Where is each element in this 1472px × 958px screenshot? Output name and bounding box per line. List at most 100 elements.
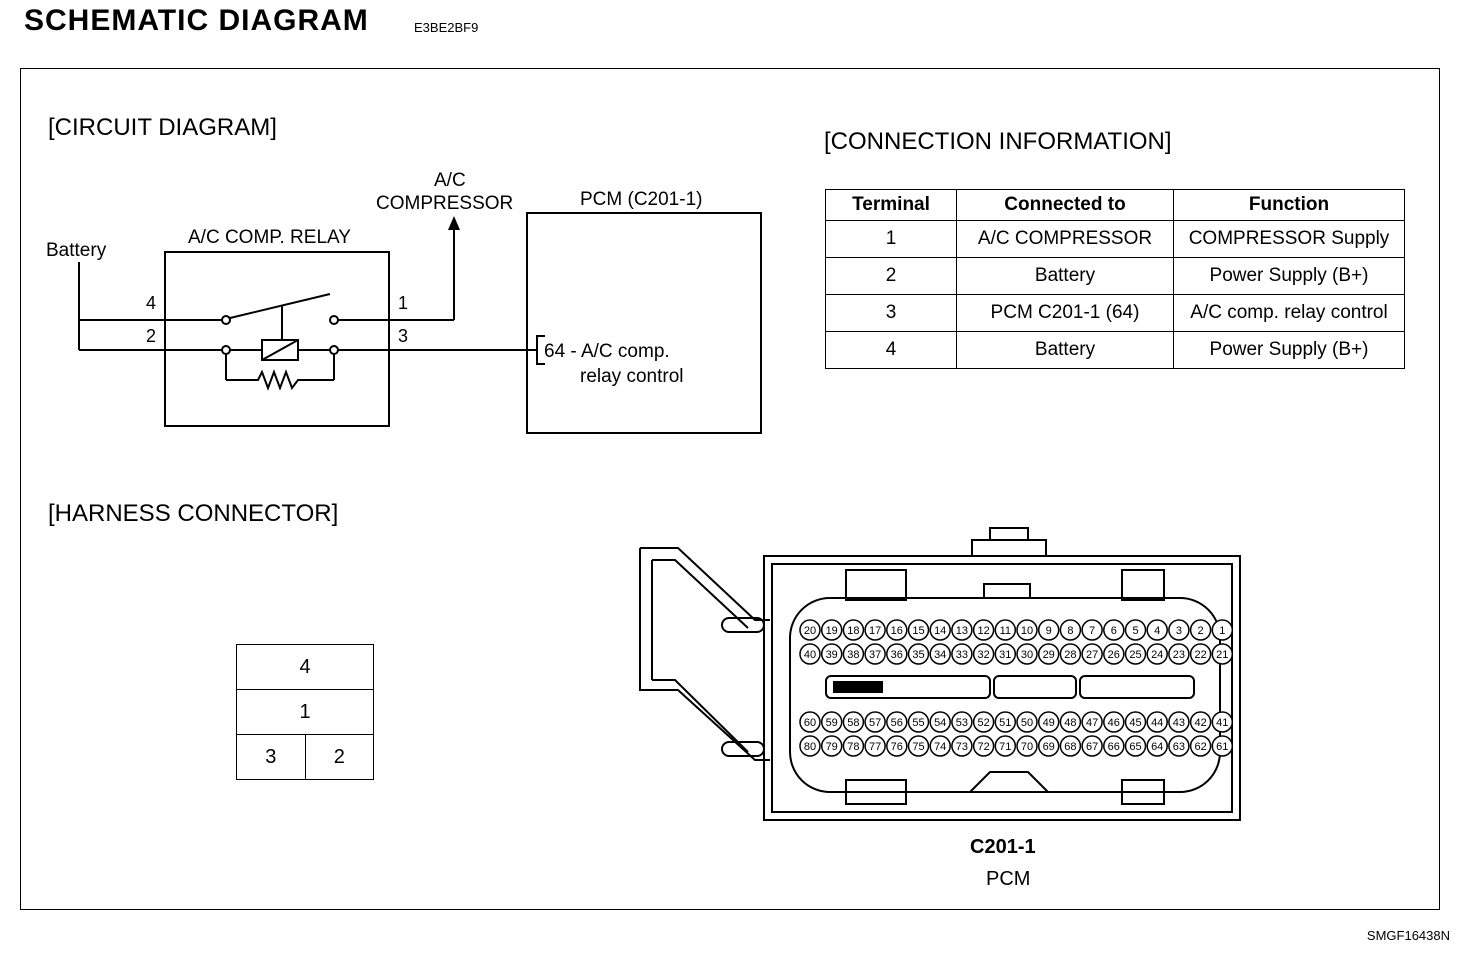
table-cell: COMPRESSOR Supply <box>1173 220 1405 258</box>
connector-pin-label: 20 <box>804 625 816 637</box>
connector-pin-label: 48 <box>1064 717 1076 729</box>
connector-cell: 4 <box>236 644 374 690</box>
connector-pin <box>972 643 995 665</box>
connector-pin-label: 36 <box>891 649 903 661</box>
connector-pin <box>1168 735 1190 757</box>
connector-pin <box>1037 735 1060 757</box>
connector-pin-label: 51 <box>999 717 1011 729</box>
connector-pin-label: 5 <box>1132 625 1138 637</box>
connector-pin <box>1146 735 1168 757</box>
connector-pin-label: 23 <box>1173 649 1185 661</box>
connector-pin <box>864 619 886 641</box>
connector-pin-label: 10 <box>1021 625 1033 637</box>
connector-pin-label: 17 <box>869 625 881 637</box>
connector-pin-label: 54 <box>934 717 946 729</box>
connector-pin <box>1059 643 1082 665</box>
circuit-diagram: Battery A/C COMP. RELAY A/C COMPRESSOR P… <box>46 170 762 434</box>
connector-pin <box>972 735 995 757</box>
connector-pin <box>1103 619 1125 641</box>
connector-pin-label: 6 <box>1111 625 1117 637</box>
harness-connector-title: [HARNESS CONNECTOR] <box>48 500 339 527</box>
connector-cell: 1 <box>236 689 374 735</box>
connector-pin <box>1211 619 1234 641</box>
connector-pin-label: 11 <box>1000 625 1011 637</box>
connector-pin <box>1124 735 1147 757</box>
connector-pin <box>994 643 1017 665</box>
connector-pin <box>907 619 930 641</box>
table-cell: 2 <box>825 257 957 295</box>
relay-harness-connector: 4 1 3 2 <box>236 644 374 780</box>
connector-pin <box>1103 735 1125 757</box>
connector-pin <box>1059 735 1082 757</box>
connector-pin <box>886 619 908 641</box>
connector-pin-label: 28 <box>1064 649 1076 661</box>
pcm-label: PCM (C201-1) <box>580 189 702 210</box>
arrow-up-icon <box>448 216 460 230</box>
connector-pin-label: 29 <box>1043 649 1055 661</box>
connector-pin <box>864 735 886 757</box>
connector-pin <box>1016 643 1038 665</box>
connector-pin <box>799 643 821 665</box>
connector-pin <box>1168 643 1190 665</box>
connector-pin-label: 25 <box>1129 649 1141 661</box>
connector-pin <box>929 735 951 757</box>
connector-pin-label: 13 <box>956 625 968 637</box>
table-cell: A/C COMPRESSOR <box>956 220 1174 258</box>
connector-pin-label: 72 <box>977 741 989 753</box>
connector-pin-label: 70 <box>1021 741 1033 753</box>
connector-pin <box>1059 711 1082 733</box>
connector-pin-label: 53 <box>956 717 968 729</box>
connector-pin <box>842 711 865 733</box>
footer-code: SMGF16438N <box>1366 928 1450 943</box>
connector-pin-label: 41 <box>1216 717 1228 729</box>
connector-pin <box>1146 619 1168 641</box>
pcm-box <box>526 212 762 434</box>
relay-pin-3: 3 <box>398 326 408 346</box>
connector-pin <box>907 711 930 733</box>
connector-pin-label: 65 <box>1129 741 1141 753</box>
connector-pin-label: 50 <box>1021 717 1033 729</box>
connector-pin <box>1059 619 1082 641</box>
connector-pin-label: 19 <box>826 625 838 637</box>
connector-pin <box>1016 619 1038 641</box>
table-header-row: Terminal Connected to Function <box>825 189 1405 221</box>
pcm-pin-label-line1: 64 - A/C comp. <box>544 341 670 362</box>
table-cell: A/C comp. relay control <box>1173 294 1405 332</box>
connector-pin-label: 4 <box>1154 625 1160 637</box>
connector-pin <box>1189 735 1212 757</box>
connector-pin <box>864 643 886 665</box>
connector-pin <box>951 619 973 641</box>
table-row: 1 A/C COMPRESSOR COMPRESSOR Supply <box>825 220 1405 258</box>
table-cell: Power Supply (B+) <box>1173 257 1405 295</box>
connector-pin-label: 1 <box>1219 625 1225 637</box>
table-cell: 3 <box>825 294 957 332</box>
pcm-connector-subtitle: PCM <box>986 868 1031 890</box>
connector-pin <box>1016 711 1038 733</box>
connector-pin-label: 18 <box>847 625 859 637</box>
connector-pin <box>820 643 843 665</box>
table-cell: PCM C201-1 (64) <box>956 294 1174 332</box>
connector-pin-label: 73 <box>956 741 968 753</box>
connector-pin-label: 79 <box>826 741 838 753</box>
connector-pin <box>1168 711 1190 733</box>
table-cell: Battery <box>956 257 1174 295</box>
connector-pin-label: 32 <box>977 649 989 661</box>
connector-pin <box>929 643 951 665</box>
connector-pin <box>1211 643 1234 665</box>
connection-table: Terminal Connected to Function 1 A/C COM… <box>825 189 1405 369</box>
connector-pin-label: 2 <box>1198 625 1204 637</box>
connector-pin <box>842 619 865 641</box>
compressor-label-line2: COMPRESSOR <box>376 193 513 214</box>
connector-pin <box>929 619 951 641</box>
relay-pin-1: 1 <box>398 293 408 313</box>
connector-pin-label: 21 <box>1216 649 1228 661</box>
connector-pin-label: 14 <box>934 625 946 637</box>
connector-pin-label: 52 <box>977 717 989 729</box>
table-cell: Power Supply (B+) <box>1173 331 1405 369</box>
connector-pin <box>972 711 995 733</box>
connector-pin <box>886 735 908 757</box>
connector-pin <box>907 643 930 665</box>
connector-pin <box>972 619 995 641</box>
connector-pin <box>799 711 821 733</box>
